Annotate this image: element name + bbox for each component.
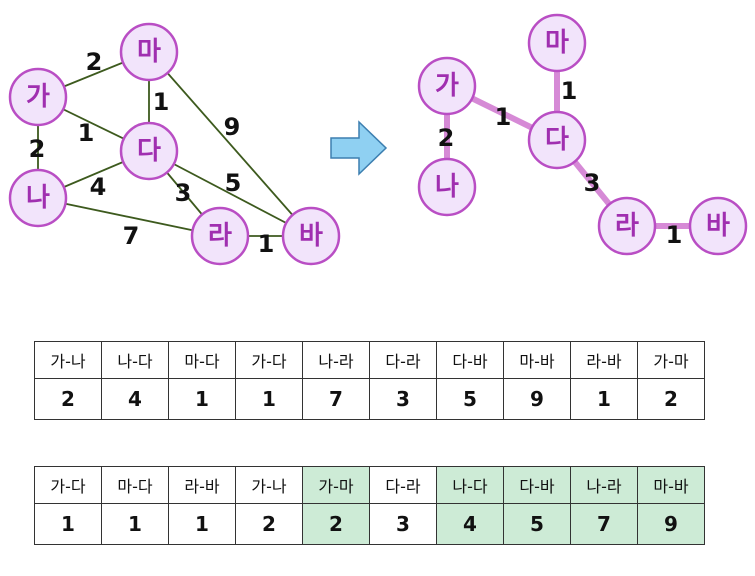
edge-header-cell: 라-바 [570,341,638,379]
node-ba-label: 바 [299,221,323,251]
mst-weight-da-ra: 3 [584,169,601,197]
edge-weight-cell: 1 [168,378,236,420]
mst-node-ga-label: 가 [435,71,459,101]
sorted-weight-cell: 9 [637,503,705,545]
sorted-header-cell: 나-라 [570,466,638,504]
mst-node-ba: 바 [688,196,748,256]
mst-node-ma-label: 마 [545,28,569,58]
node-ra-label: 라 [208,221,232,251]
edge-weight-cell: 7 [302,378,370,420]
edge-header-cell: 가-나 [34,341,102,379]
edge-table-unsorted-header-row: 가-나 나-다 마-다 가-다 나-라 다-라 다-바 마-바 라-바 가-마 [34,341,705,379]
node-da-label: 다 [137,136,161,166]
weight-label-ga-ma: 2 [86,48,103,76]
right-arrow-icon [330,120,388,176]
edge-table-sorted-value-row: 1 1 1 2 2 3 4 5 7 9 [34,503,705,545]
sorted-header-cell: 다-라 [369,466,437,504]
node-ga: 가 [8,67,68,127]
weight-label-na-da: 4 [90,173,107,201]
edge-weight-cell: 5 [436,378,504,420]
edge-header-cell: 나-라 [302,341,370,379]
sorted-weight-cell: 3 [369,503,437,545]
edge-ma-ba [148,51,312,237]
mst-node-ma: 마 [527,13,587,73]
edge-weight-cell: 2 [637,378,705,420]
sorted-header-cell: 가-마 [302,466,370,504]
node-da: 다 [119,121,179,181]
edge-weight-cell: 1 [235,378,303,420]
node-ba: 바 [281,206,341,266]
sorted-header-cell: 가-다 [34,466,102,504]
edge-table-sorted-header-row: 가-다 마-다 라-바 가-나 가-마 다-라 나-다 다-바 나-라 마-바 [34,466,705,504]
mst-node-ga: 가 [417,56,477,116]
node-ma: 마 [119,22,179,82]
node-na-label: 나 [26,183,50,213]
weight-label-ga-da: 1 [78,119,95,147]
mst-node-ba-label: 바 [706,211,730,241]
mst-node-da: 다 [527,110,587,170]
graph-canvas: 2 2 1 1 9 4 3 5 7 1 가 나 다 라 마 바 2 1 1 3 … [8,13,748,266]
sorted-header-cell: 마-바 [637,466,705,504]
edge-header-cell: 다-라 [369,341,437,379]
sorted-weight-cell: 5 [503,503,571,545]
edge-header-cell: 나-다 [101,341,169,379]
node-na: 나 [8,168,68,228]
mst-weight-ra-ba: 1 [666,221,683,249]
edge-table-sorted: 가-다 마-다 라-바 가-나 가-마 다-라 나-다 다-바 나-라 마-바 … [34,466,705,545]
weight-label-ga-na: 2 [29,135,46,163]
mst-node-ra: 라 [597,196,657,256]
left-graph: 2 2 1 1 9 4 3 5 7 1 가 나 다 라 마 바 [8,22,341,266]
sorted-weight-cell: 2 [235,503,303,545]
edge-header-cell: 마-바 [503,341,571,379]
sorted-header-cell: 라-바 [168,466,236,504]
sorted-header-cell: 나-다 [436,466,504,504]
mst-weight-ma-da: 1 [561,77,578,105]
edge-weight-cell: 9 [503,378,571,420]
edge-weight-cell: 1 [570,378,638,420]
edge-na-ra [37,197,221,237]
sorted-weight-cell: 7 [570,503,638,545]
mst-weight-ga-da: 1 [495,103,512,131]
mst-weight-ga-na: 2 [438,124,455,152]
weight-label-ma-ba: 9 [224,113,241,141]
weight-label-na-ra: 7 [123,222,140,250]
sorted-weight-cell: 1 [34,503,102,545]
mst-node-da-label: 다 [545,125,569,155]
weight-label-ra-ba: 1 [258,230,275,258]
edge-header-cell: 가-마 [637,341,705,379]
edge-weight-cell: 4 [101,378,169,420]
mst-node-ra-label: 라 [615,211,639,241]
sorted-header-cell: 마-다 [101,466,169,504]
sorted-weight-cell: 2 [302,503,370,545]
sorted-header-cell: 가-나 [235,466,303,504]
node-ga-label: 가 [26,82,50,112]
mst-node-na: 나 [417,157,477,217]
node-ma-label: 마 [137,37,161,67]
edge-weight-cell: 3 [369,378,437,420]
right-graph: 2 1 1 3 1 가 나 다 라 마 바 [417,13,748,256]
sorted-weight-cell: 4 [436,503,504,545]
sorted-weight-cell: 1 [101,503,169,545]
mst-node-na-label: 나 [435,172,459,202]
node-ra: 라 [190,206,250,266]
edge-table-unsorted-value-row: 2 4 1 1 7 3 5 9 1 2 [34,378,705,420]
edge-header-cell: 가-다 [235,341,303,379]
weight-label-da-ba: 5 [225,169,242,197]
edge-header-cell: 마-다 [168,341,236,379]
edge-weight-cell: 2 [34,378,102,420]
edge-table-unsorted: 가-나 나-다 마-다 가-다 나-라 다-라 다-바 마-바 라-바 가-마 … [34,341,705,420]
sorted-header-cell: 다-바 [503,466,571,504]
weight-label-ma-da: 1 [153,88,170,116]
edge-header-cell: 다-바 [436,341,504,379]
weight-label-da-ra: 3 [175,179,192,207]
sorted-weight-cell: 1 [168,503,236,545]
edge-da-ba [148,150,312,237]
